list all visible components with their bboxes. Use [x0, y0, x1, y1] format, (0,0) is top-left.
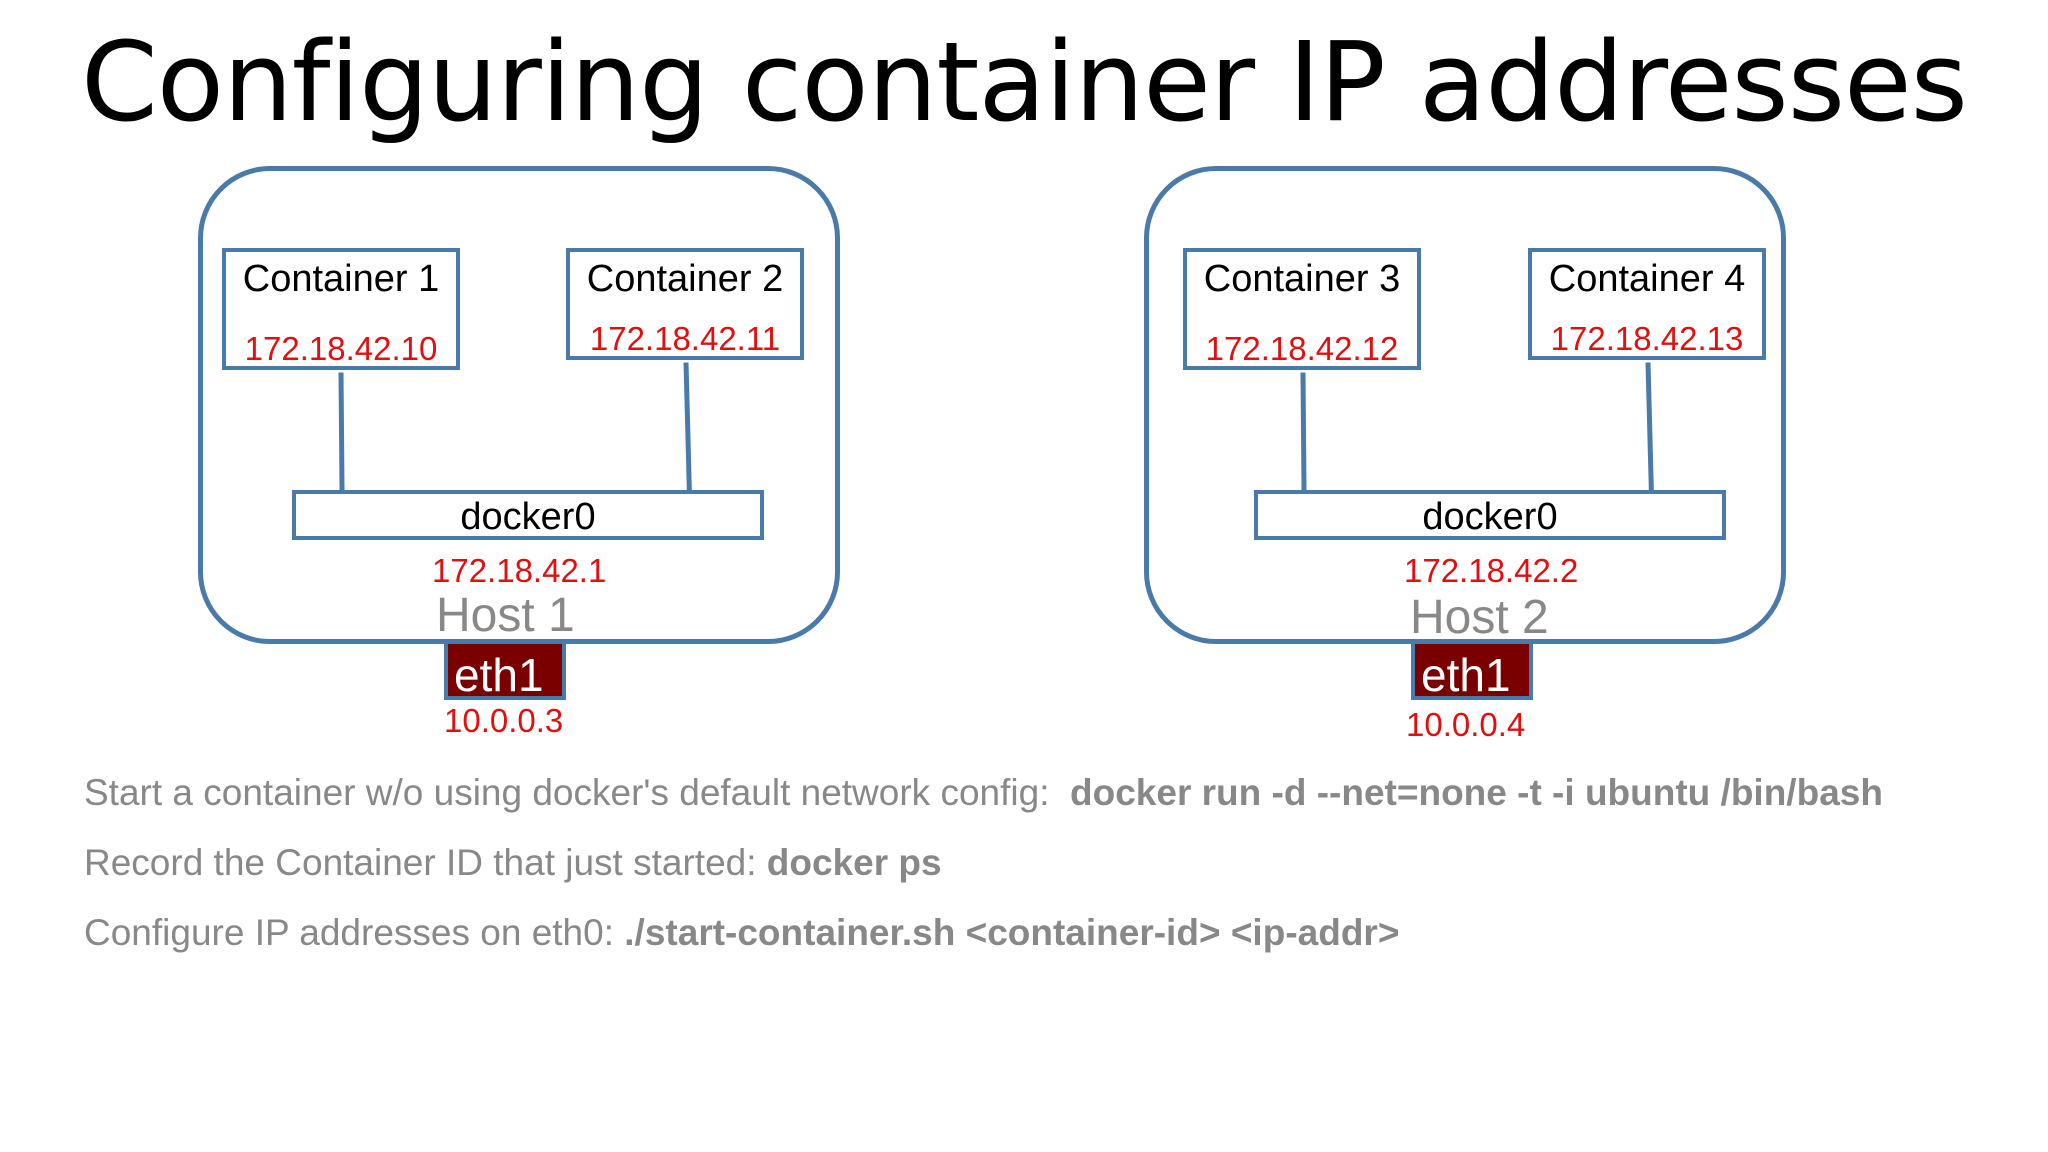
container-4-ip: 172.18.42.13: [1550, 320, 1744, 357]
instruction-start-container: Start a container w/o using docker's def…: [84, 772, 1883, 814]
container-4-box: Container 4 172.18.42.13: [1528, 248, 1766, 360]
instruction-configure-ip: Configure IP addresses on eth0: ./start-…: [84, 912, 1399, 954]
instruction-record-id: Record the Container ID that just starte…: [84, 842, 942, 884]
host-2-label: Host 2: [1410, 591, 1549, 644]
container-2-box: Container 2 172.18.42.11: [566, 248, 804, 360]
host-2-bridge-name: docker0: [1422, 496, 1558, 538]
host-2-eth1-label: eth1: [1421, 649, 1511, 701]
container-1-box: Container 1 172.18.42.10: [222, 248, 460, 370]
host-2-bridge-ip: 172.18.42.2: [1404, 552, 1579, 589]
link-container-3-bridge: [1300, 372, 1307, 495]
slide-title: Configuring container IP addresses: [80, 18, 1968, 146]
host-2-eth1-interface: eth1: [1411, 640, 1533, 700]
container-3-ip: 172.18.42.12: [1205, 330, 1399, 367]
instruction-1-command: docker run -d --net=none -t -i ubuntu /b…: [1070, 772, 1883, 813]
link-container-1-bridge: [338, 372, 345, 495]
instruction-3-text: Configure IP addresses on eth0:: [84, 912, 614, 953]
container-1-ip: 172.18.42.10: [244, 330, 438, 367]
container-4-name: Container 4: [1548, 258, 1746, 300]
host-2-eth1-ip: 10.0.0.4: [1406, 706, 1526, 743]
host-1-eth1-interface: eth1: [444, 640, 566, 700]
host-1-bridge-name: docker0: [460, 496, 596, 538]
container-1-name: Container 1: [242, 258, 440, 300]
host-2-docker0-bridge: docker0: [1254, 490, 1726, 540]
container-2-name: Container 2: [586, 258, 784, 300]
instruction-2-command: docker ps: [766, 842, 942, 883]
host-1-eth1-label: eth1: [454, 649, 544, 701]
host-1-label: Host 1: [436, 589, 575, 642]
container-3-name: Container 3: [1203, 258, 1401, 300]
instruction-2-text: Record the Container ID that just starte…: [84, 842, 757, 883]
container-3-box: Container 3 172.18.42.12: [1183, 248, 1421, 370]
host-1-docker0-bridge: docker0: [292, 490, 764, 540]
host-1-eth1-ip: 10.0.0.3: [444, 702, 564, 739]
host-1-bridge-ip: 172.18.42.1: [432, 552, 607, 589]
instruction-1-text: Start a container w/o using docker's def…: [84, 772, 1050, 813]
container-2-ip: 172.18.42.11: [589, 320, 781, 357]
instruction-3-command: ./start-container.sh <container-id> <ip-…: [624, 912, 1400, 953]
